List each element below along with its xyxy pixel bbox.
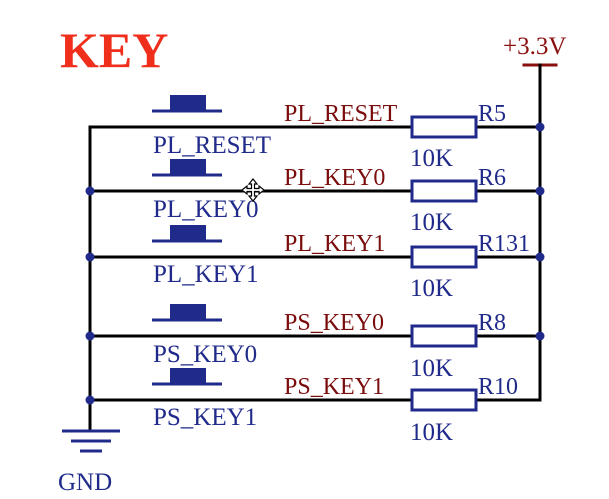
resistor-value: 10K [410, 355, 453, 382]
push-button [170, 159, 206, 175]
move-cursor-icon [241, 178, 265, 202]
resistor [410, 245, 478, 269]
resistor-value: 10K [410, 145, 453, 172]
ground-label: GND [58, 469, 112, 496]
button-label: PS_KEY1 [153, 404, 257, 431]
resistor-ref: R131 [478, 231, 530, 257]
resistor [410, 179, 478, 203]
resistor [410, 115, 478, 139]
net-label: PL_RESET [284, 101, 398, 127]
key-row: PL_RESET PL_RESET R5 10K [88, 95, 545, 172]
resistor-value: 10K [410, 275, 453, 302]
resistor [410, 324, 478, 348]
resistor-value: 10K [410, 209, 453, 236]
power-label: +3.3V [503, 33, 566, 60]
key-row: PL_KEY0 PL_KEY0 R6 10K [85, 159, 545, 236]
key-row: PS_KEY0 PS_KEY0 R8 10K [85, 304, 545, 382]
button-label: PL_KEY0 [153, 196, 259, 223]
key-row: PS_KEY1 PS_KEY1 R10 10K [85, 368, 542, 446]
resistor-ref: R5 [478, 101, 506, 127]
button-label: PL_RESET [153, 132, 271, 159]
push-button [170, 368, 206, 384]
resistor [410, 388, 478, 412]
power-symbol: +3.3V [503, 33, 566, 402]
resistor-ref: R6 [478, 165, 506, 191]
net-label: PL_KEY1 [284, 231, 385, 257]
schematic-title: KEY [60, 22, 168, 78]
push-button [170, 304, 206, 320]
key-row: PL_KEY1 PL_KEY1 R131 10K [85, 225, 545, 302]
resistor-ref: R8 [478, 310, 506, 336]
push-button [170, 95, 206, 111]
net-label: PS_KEY0 [284, 310, 384, 336]
net-label: PL_KEY0 [284, 165, 385, 191]
push-button [170, 225, 206, 241]
button-label: PS_KEY0 [153, 341, 257, 368]
net-label: PS_KEY1 [284, 374, 384, 400]
button-label: PL_KEY1 [153, 261, 259, 288]
resistor-ref: R10 [478, 374, 518, 400]
ground-symbol: GND [58, 125, 120, 496]
resistor-value: 10K [410, 419, 453, 446]
